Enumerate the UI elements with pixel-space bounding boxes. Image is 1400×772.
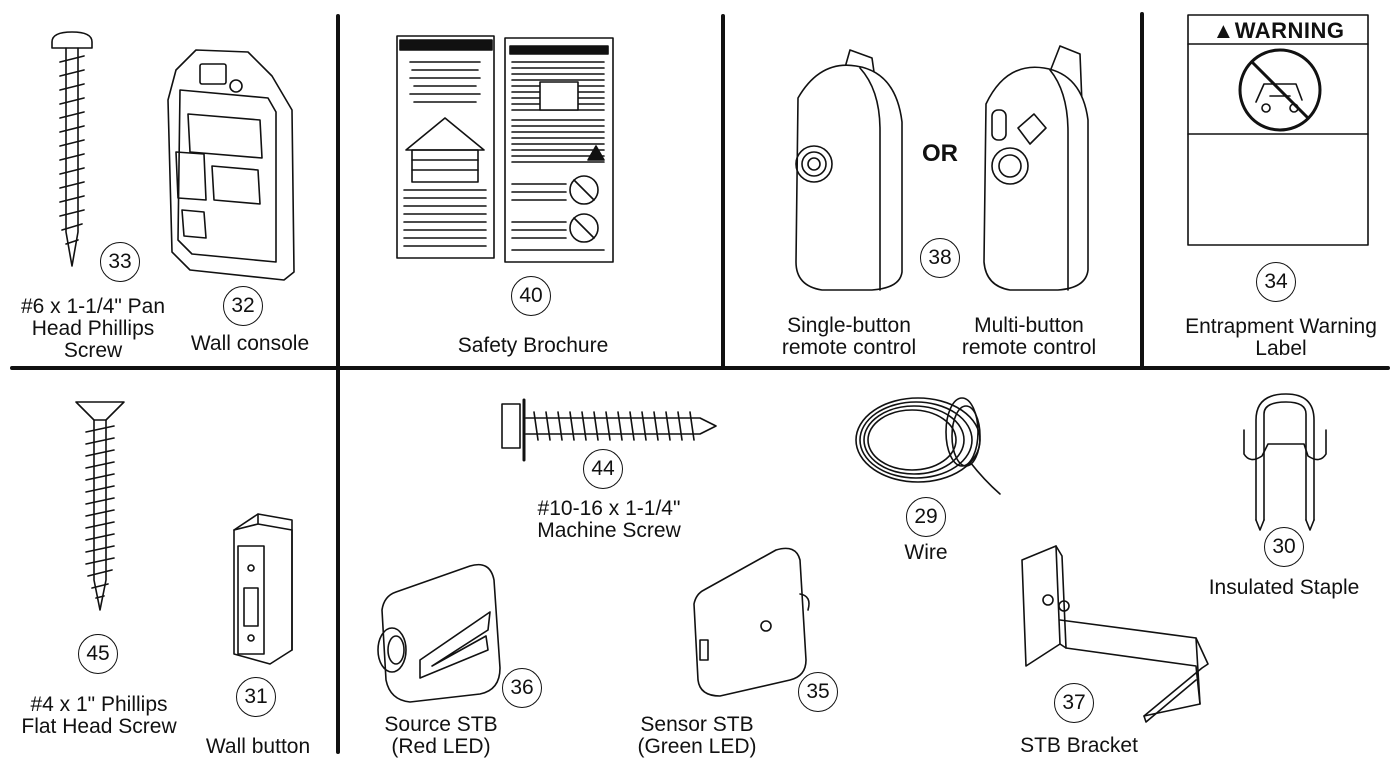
part-number-40: 40	[511, 276, 551, 316]
sensor-stb-35	[693, 547, 810, 697]
part-number-30: 30	[1264, 527, 1304, 567]
label-wall-console: Wall console	[190, 332, 310, 355]
label-stb-bracket: STB Bracket	[1020, 734, 1138, 757]
entrapment-warning-label-34	[1187, 14, 1369, 246]
machine-screw-44	[501, 398, 717, 462]
wall-console-32	[167, 49, 295, 281]
part-number-45: 45	[78, 634, 118, 674]
multi-button-remote	[983, 45, 1089, 291]
label-wire: Wire	[904, 541, 948, 564]
part-number-37: 37	[1054, 683, 1094, 723]
label-source-stb: Source STB(Red LED)	[384, 713, 498, 758]
label-screw-44: #10-16 x 1-1/4"Machine Screw	[537, 497, 681, 542]
part-number-36: 36	[502, 668, 542, 708]
or-label: OR	[922, 140, 958, 167]
part-number-34: 34	[1256, 262, 1296, 302]
wire-coil-29	[855, 397, 1001, 495]
wall-button-31	[233, 513, 293, 665]
part-number-35: 35	[798, 672, 838, 712]
stb-bracket-37	[1021, 545, 1209, 723]
part-number-44: 44	[583, 449, 623, 489]
part-number-29: 29	[906, 497, 946, 537]
label-wall-button: Wall button	[205, 735, 311, 758]
pan-head-screw-33	[51, 31, 93, 267]
label-insulated-staple: Insulated Staple	[1208, 576, 1360, 599]
safety-brochure-40	[396, 35, 614, 263]
label-safety-brochure: Safety Brochure	[457, 334, 609, 357]
part-number-31: 31	[236, 677, 276, 717]
insulated-staple-30	[1243, 393, 1327, 531]
part-number-33: 33	[100, 242, 140, 282]
warning-heading: ▲WARNING	[1212, 18, 1345, 43]
flat-head-screw-45	[75, 401, 125, 611]
part-number-32: 32	[223, 286, 263, 326]
part-number-38: 38	[920, 238, 960, 278]
label-sensor-stb: Sensor STB(Green LED)	[637, 713, 757, 758]
single-button-remote	[795, 49, 903, 291]
source-stb-36	[377, 563, 501, 703]
